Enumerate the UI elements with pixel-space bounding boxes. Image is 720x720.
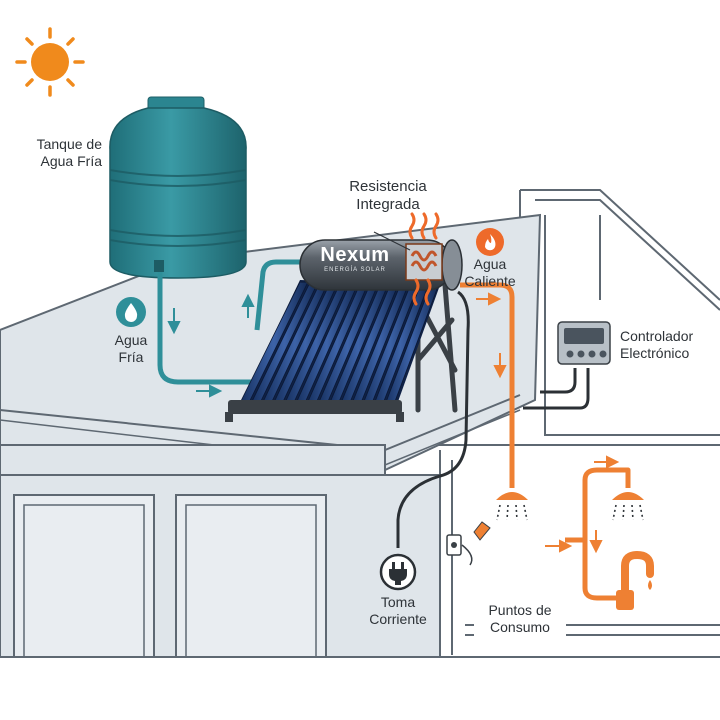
sun-icon bbox=[15, 27, 85, 97]
controller-label: Controlador Electrónico bbox=[620, 328, 694, 361]
outlet-label: Toma Corriente bbox=[369, 594, 427, 627]
controller-icon bbox=[557, 321, 611, 365]
tank-label: Tanque de Agua Fría bbox=[36, 136, 102, 169]
resistance-label: Resistencia Integrada bbox=[349, 178, 427, 213]
resistance-callout-line bbox=[373, 231, 411, 251]
heating-coil bbox=[410, 250, 438, 272]
storage-cylinder bbox=[299, 239, 463, 291]
power-cable bbox=[396, 290, 590, 548]
plug-icon bbox=[379, 553, 417, 591]
shower-icon bbox=[612, 492, 644, 521]
cold-flow-arrows bbox=[167, 293, 255, 398]
lower-building bbox=[0, 474, 720, 658]
hot-flow-arrows bbox=[476, 292, 620, 554]
brand-name: Nexum bbox=[320, 244, 390, 266]
hot-water-pipe bbox=[460, 282, 631, 601]
hot-water-label: Agua Caliente bbox=[464, 256, 516, 289]
cold-water-label: Agua Fría bbox=[114, 332, 148, 365]
brand-logo: Nexum ENERGÍA SOLAR bbox=[302, 244, 408, 274]
faucet-icon bbox=[616, 550, 654, 610]
solar-collector bbox=[225, 280, 440, 422]
heat-waves-icon bbox=[408, 212, 440, 306]
water-drop-icon bbox=[116, 297, 146, 327]
shower-icon bbox=[496, 492, 528, 521]
flame-icon bbox=[476, 228, 504, 256]
brand-tagline: ENERGÍA SOLAR bbox=[324, 267, 386, 273]
consumption-label: Puntos de Consumo bbox=[474, 602, 566, 636]
cold-water-pipe bbox=[157, 259, 310, 385]
handheld-shower-icon bbox=[446, 521, 491, 566]
cold-water-tank bbox=[109, 96, 247, 279]
